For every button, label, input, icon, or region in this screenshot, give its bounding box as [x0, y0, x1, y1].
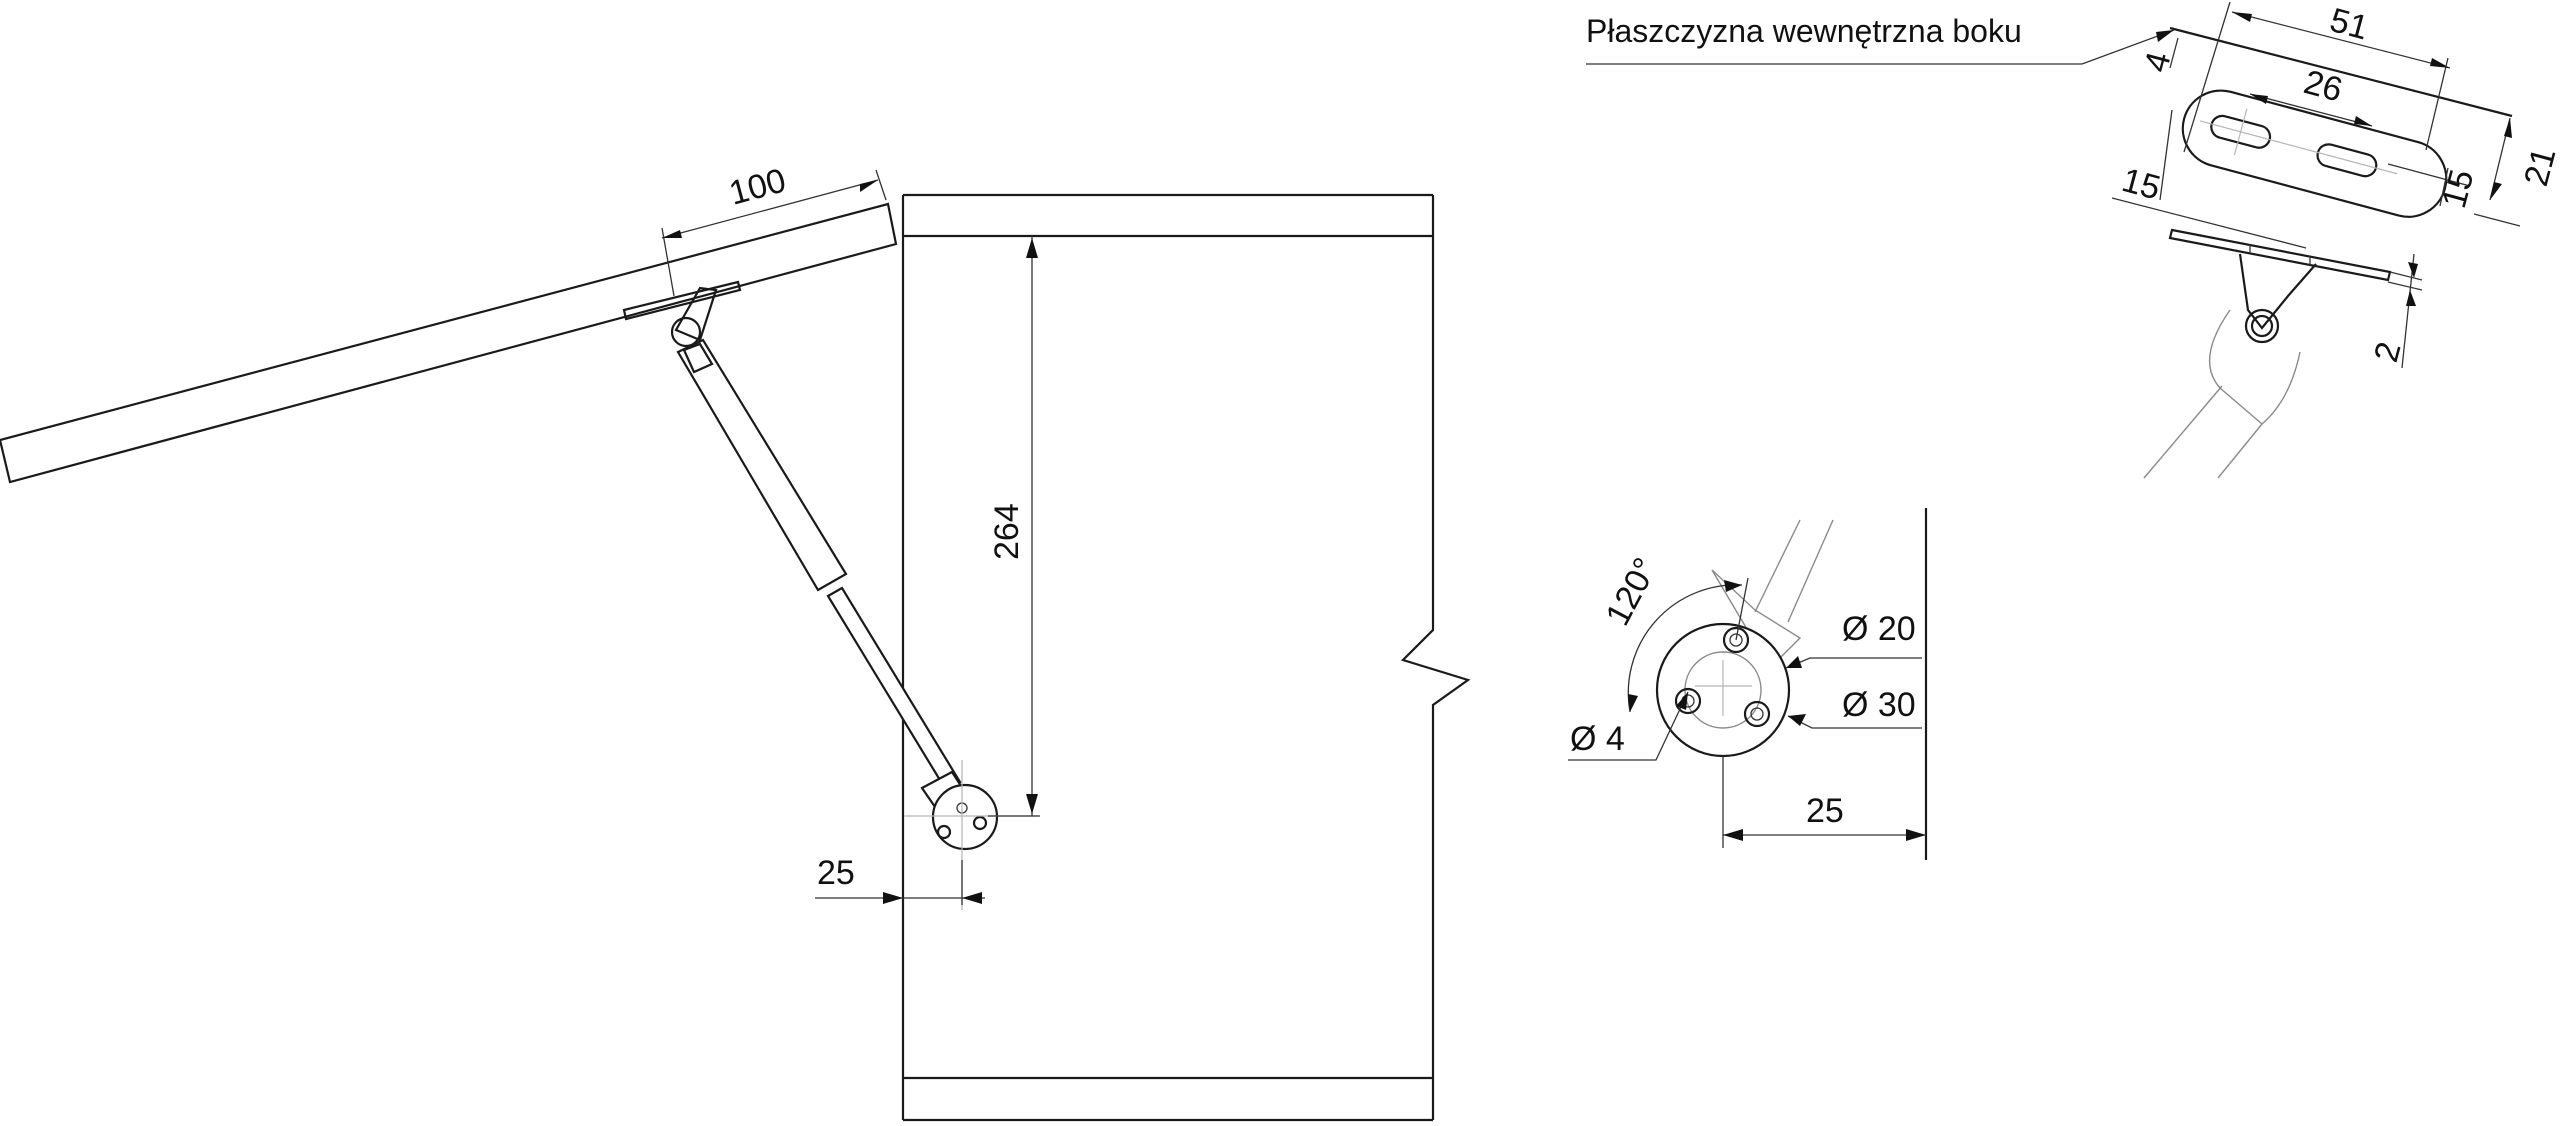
pivot-detail-view: [1655, 508, 1928, 860]
dim-edge-offset-center: 25: [1806, 792, 1844, 830]
dimension-diameters: Ø 20 Ø 30 Ø 4: [1568, 610, 1922, 761]
dim-top-offset: 4: [2137, 48, 2179, 76]
dim-edge-offset-left: 25: [817, 854, 855, 892]
dim-plate-length: 51: [2326, 1, 2372, 47]
dimension-top-offset: 4: [2137, 37, 2179, 76]
open-flap: [0, 202, 898, 484]
dim-right-offset: 15: [2435, 166, 2481, 212]
gas-strut: [670, 286, 1038, 910]
dim-plate-width: 21: [2517, 144, 2560, 190]
dim-height: 264: [988, 503, 1026, 560]
caption-inner-plane-text: Płaszczyzna wewnętrzna boku: [1586, 13, 2022, 49]
dimension-edge-offset-left: 25: [815, 854, 985, 905]
dim-outer-diameter: Ø 30: [1842, 686, 1916, 724]
dimension-edge-offset-center: 25: [1723, 792, 1926, 841]
dimension-height: 264: [988, 236, 1040, 817]
dim-plate-thickness: 2: [2367, 338, 2409, 366]
cabinet-side-view: [901, 193, 1471, 1122]
dim-angle: 120°: [1599, 552, 1666, 632]
dimension-left-offset: 15: [2111, 109, 2307, 249]
dim-slot-spacing: 26: [2300, 63, 2346, 109]
caption-inner-plane: Płaszczyzna wewnętrzna boku: [1586, 13, 2175, 65]
dimension-plate-width: 21: [2473, 117, 2560, 227]
dimension-plate-length: 51: [2183, 1, 2451, 153]
dim-left-offset: 15: [2118, 161, 2164, 207]
dimension-slot-spacing: 26: [2249, 63, 2373, 127]
dim-hole-diameter: Ø 4: [1570, 720, 1625, 758]
mounting-plate-view: [2143, 26, 2513, 479]
dimension-plate-thickness: 2: [2367, 253, 2423, 369]
dim-flap-offset: 100: [725, 161, 790, 212]
dim-inner-diameter: Ø 20: [1842, 610, 1916, 648]
